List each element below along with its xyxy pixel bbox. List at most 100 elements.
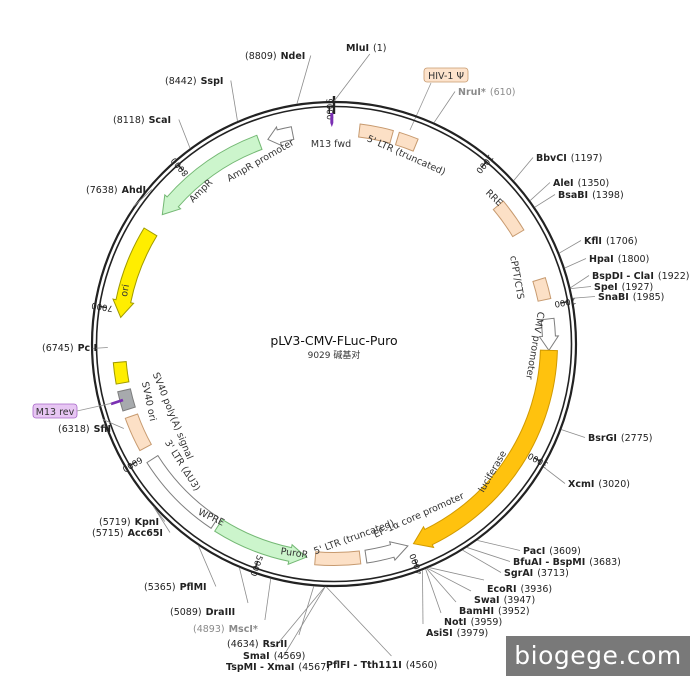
feature-arc xyxy=(161,134,263,216)
site-name: SpeI xyxy=(594,282,618,293)
site-leader-line xyxy=(326,586,392,657)
site-label: (6745)PciI xyxy=(42,343,97,354)
tick-label: 3000 xyxy=(527,450,551,469)
site-leader-line xyxy=(91,347,108,349)
feature-label: PuroR xyxy=(280,546,309,561)
site-leader-line xyxy=(274,586,326,648)
restriction-site: PflFI - Tth111I (4560) xyxy=(326,586,437,671)
site-position: (4634) xyxy=(227,639,259,650)
hiv-psi-label: HIV-1 Ψ xyxy=(409,67,469,131)
site-position: (3979) xyxy=(457,628,489,639)
site-name: XcmI xyxy=(568,479,594,490)
restriction-site: SgrAI(3713) xyxy=(462,549,569,579)
site-position: (3683) xyxy=(589,557,621,568)
site-name: SnaBI xyxy=(598,292,629,303)
site-name: BspDI - ClaI xyxy=(592,271,654,282)
restriction-site: SpeI (1927) xyxy=(570,282,654,293)
site-position: (6745) xyxy=(42,343,74,354)
site-label: (8809)NdeI xyxy=(245,51,305,62)
restriction-site: BspDI - ClaI(1922) xyxy=(570,271,689,289)
site-leader-line xyxy=(429,567,485,581)
site-label: (6318)SfiI xyxy=(58,424,111,435)
site-position: (5715) xyxy=(92,528,124,539)
site-leader-line xyxy=(513,157,534,181)
tick-label: 6000 xyxy=(120,454,144,474)
restriction-site: BsrGI(2775) xyxy=(561,429,653,444)
tick-mark xyxy=(177,164,184,171)
site-leader-line xyxy=(198,545,217,587)
feature-arc xyxy=(117,388,136,412)
site-label: TspMI - XmaI(4567) xyxy=(226,662,330,673)
site-name: BamHI xyxy=(459,606,494,617)
svg-text:M13 rev: M13 rev xyxy=(36,407,75,418)
restriction-site: BamHI (3952) xyxy=(426,568,530,617)
site-label: (7638)AhdI xyxy=(86,185,146,196)
site-position: (1197) xyxy=(571,153,603,164)
primer-m13-fwd: M13 fwd xyxy=(311,113,351,150)
site-name: PflFI - Tth111I xyxy=(326,660,402,671)
site-position: (3952) xyxy=(498,606,530,617)
restriction-site: BsaBI(1398) xyxy=(534,190,624,208)
site-label: PacI(3609) xyxy=(523,546,581,557)
feature-arc xyxy=(146,454,219,529)
site-position: (8118) xyxy=(113,115,145,126)
restriction-site: (4634) RsrII xyxy=(227,586,315,650)
site-name: SmaI xyxy=(243,651,270,662)
site-label: BfuAI - BspMI (3683) xyxy=(513,557,621,568)
site-leader-line xyxy=(534,194,556,208)
site-position: (1927) xyxy=(622,282,654,293)
site-position: (3947) xyxy=(504,595,536,606)
tick-mark xyxy=(413,559,418,567)
site-position: (3609) xyxy=(549,546,581,557)
site-position: (8442) xyxy=(165,76,197,87)
feature-arc xyxy=(214,518,308,566)
site-name: ScaI xyxy=(149,115,171,126)
site-leader-line xyxy=(281,586,326,659)
restriction-site: (5719)KpnI xyxy=(99,506,166,528)
restriction-site: (6745)PciI xyxy=(42,343,108,354)
site-leader-line xyxy=(425,568,442,614)
site-position: (610) xyxy=(490,87,516,98)
site-label: PflFI - Tth111I (4560) xyxy=(326,660,437,671)
restriction-site: MluI(1) xyxy=(333,43,386,102)
site-position: (1706) xyxy=(606,236,638,247)
site-position: (3020) xyxy=(598,479,630,490)
restriction-site: SmaI(4569) xyxy=(243,586,326,662)
site-label: XcmI (3020) xyxy=(568,479,630,490)
site-label: (4893)MscI* xyxy=(193,624,258,635)
site-label: BbvCI(1197) xyxy=(536,153,602,164)
site-label: SnaBI(1985) xyxy=(598,292,664,303)
site-leader-line xyxy=(572,296,596,299)
site-position: (4560) xyxy=(406,660,438,671)
site-position: (3936) xyxy=(521,584,553,595)
site-name: KpnI xyxy=(135,517,159,528)
site-leader-line xyxy=(462,549,502,573)
site-leader-line xyxy=(433,91,456,123)
feature-arc xyxy=(412,349,558,549)
site-leader-line xyxy=(427,567,472,592)
site-position: (4893) xyxy=(193,624,225,635)
tick-mark xyxy=(480,161,487,168)
feature-arc xyxy=(532,276,552,302)
site-leader-line xyxy=(564,258,587,269)
site-position: (4567) xyxy=(298,662,330,673)
restriction-site: (4893)MscI* xyxy=(193,578,272,635)
site-position: (1350) xyxy=(578,178,610,189)
site-label: EcoRI(3936) xyxy=(487,584,552,595)
site-leader-line xyxy=(543,466,566,484)
tick-mark xyxy=(560,301,568,304)
site-position: (6318) xyxy=(58,424,90,435)
site-name: BfuAI - BspMI xyxy=(513,557,585,568)
site-label: HpaI(1800) xyxy=(589,254,649,265)
site-label: SwaI(3947) xyxy=(474,595,535,606)
site-leader-line xyxy=(426,568,457,603)
site-name: RsrII xyxy=(263,639,288,650)
site-leader-line xyxy=(296,55,312,104)
site-label: BamHI (3952) xyxy=(459,606,530,617)
site-leader-line xyxy=(264,578,272,621)
restriction-site: (5365)PflMI xyxy=(144,545,217,593)
site-name: Acc65I xyxy=(128,528,163,539)
